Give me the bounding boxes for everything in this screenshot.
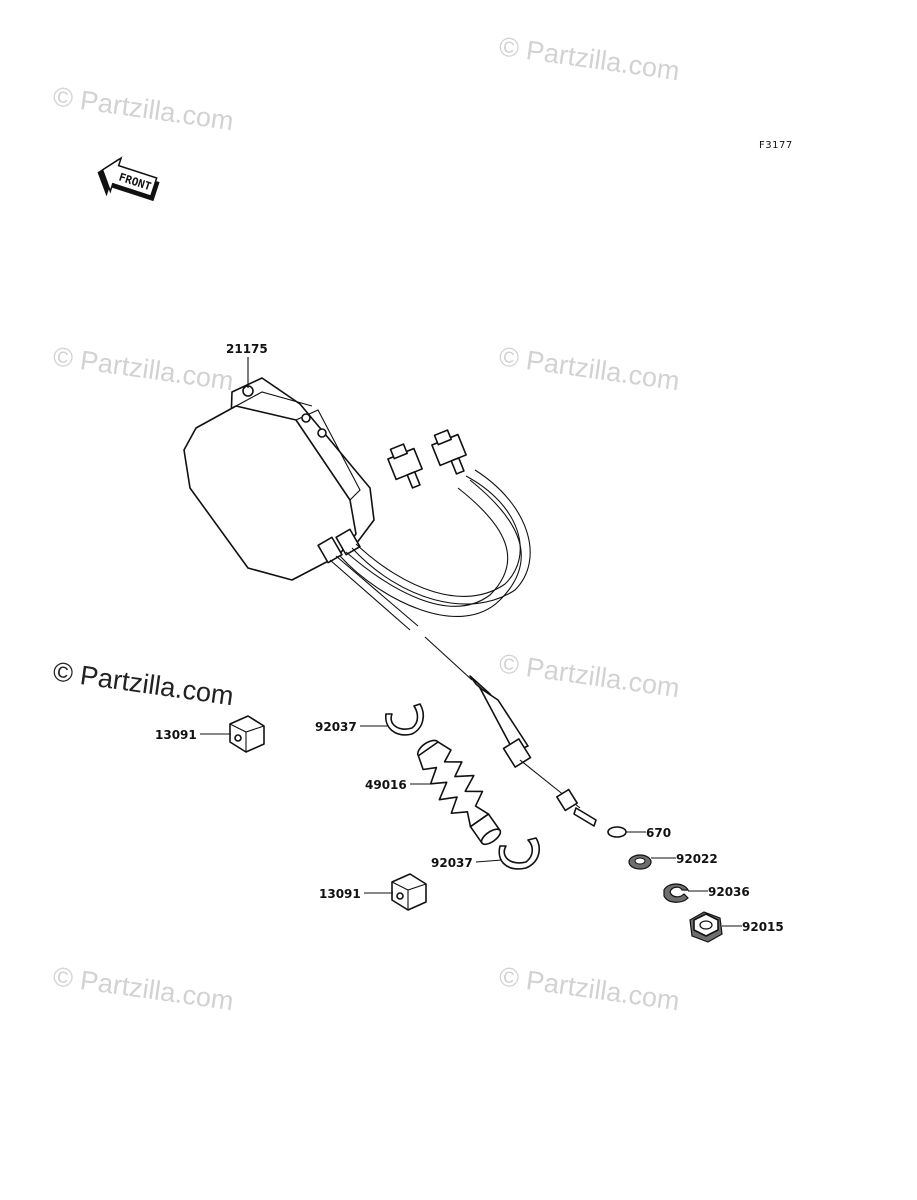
washer-drawing bbox=[628, 854, 652, 870]
stopper-block-drawing bbox=[229, 715, 265, 753]
watermark-bold: © Partzilla.com bbox=[51, 656, 235, 711]
label-92036: 92036 bbox=[708, 885, 750, 899]
watermark-text: © Partzilla.com bbox=[51, 81, 235, 136]
cable-clip-drawing bbox=[385, 703, 425, 736]
lock-washer-drawing bbox=[663, 883, 689, 903]
figure-reference: F3177 bbox=[759, 140, 793, 151]
watermark-text: © Partzilla.com bbox=[497, 961, 681, 1016]
label-21175: 21175 bbox=[226, 342, 268, 356]
cable-clip-drawing bbox=[498, 837, 540, 870]
o-ring-drawing bbox=[607, 826, 627, 838]
label-13091-upper: 13091 bbox=[155, 728, 197, 742]
front-arrow-icon: FRONT bbox=[97, 156, 160, 202]
stopper-block-drawing bbox=[391, 873, 427, 911]
label-92037-lower: 92037 bbox=[431, 856, 473, 870]
rubber-boot-drawing bbox=[416, 739, 502, 846]
control-unit-drawing bbox=[183, 377, 597, 827]
watermark-text: © Partzilla.com bbox=[497, 648, 681, 703]
label-49016: 49016 bbox=[365, 778, 407, 792]
label-13091-lower: 13091 bbox=[319, 887, 361, 901]
label-92022: 92022 bbox=[676, 852, 718, 866]
label-670: 670 bbox=[646, 826, 671, 840]
label-92037-upper: 92037 bbox=[315, 720, 357, 734]
watermark-text: © Partzilla.com bbox=[497, 341, 681, 396]
hex-nut-drawing bbox=[689, 911, 723, 943]
watermark-text: © Partzilla.com bbox=[51, 341, 235, 396]
watermark-text: © Partzilla.com bbox=[497, 31, 681, 86]
label-92015: 92015 bbox=[742, 920, 784, 934]
watermark-text: © Partzilla.com bbox=[51, 961, 235, 1016]
